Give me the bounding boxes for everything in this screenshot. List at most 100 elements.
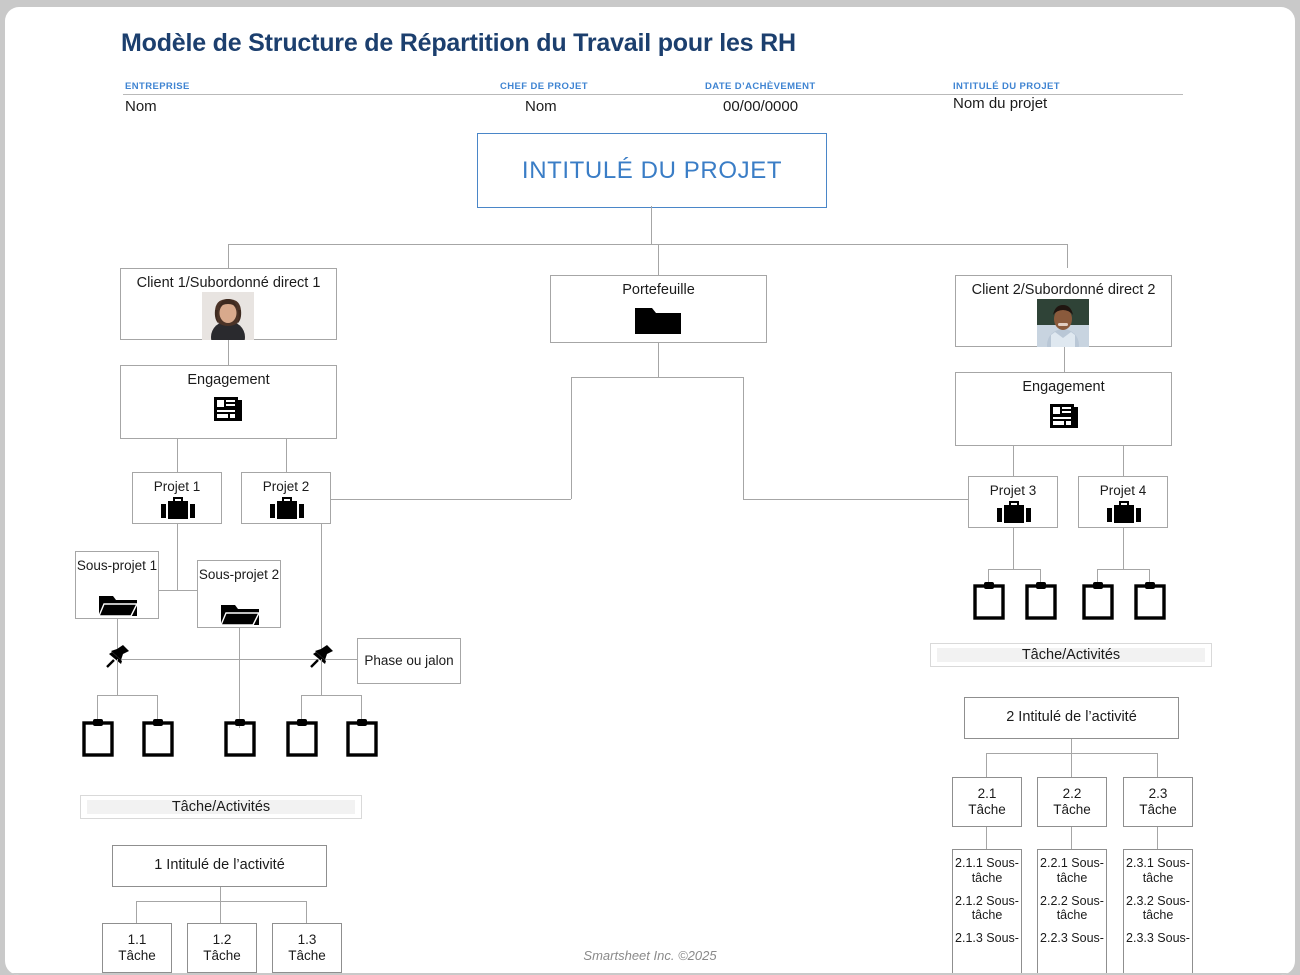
connector-engagement-right-p3 — [1013, 446, 1014, 476]
wbs-right-task-2[interactable]: 2.2 Tâche — [1037, 777, 1107, 827]
banner-taches-right: Tâche/Activités — [930, 643, 1212, 667]
connector-p4-clip-4 — [1149, 569, 1150, 583]
connector-sousprojets-bus — [117, 590, 239, 591]
connector-p3-clip-1 — [988, 569, 989, 583]
field-label-date-achevement: DATE D’ACHÈVEMENT — [705, 81, 816, 92]
connector-p3-clip-2 — [1040, 569, 1041, 583]
connector-wbs-right-sub2 — [1071, 827, 1072, 849]
node-projet-3-label: Projet 3 — [989, 483, 1037, 498]
connector-projet2-down — [321, 524, 322, 659]
connector-wbs-right-t3 — [1157, 753, 1158, 777]
field-value-chef-de-projet[interactable]: Nom — [525, 98, 557, 115]
connector-to-client1 — [228, 244, 229, 268]
wbs-right-root-label: 2 Intitulé de l’activité — [1006, 709, 1137, 726]
wbs-left-task-3[interactable]: 1.3 Tâche — [272, 923, 342, 973]
connector-engagement-right-p4 — [1123, 446, 1124, 476]
briefcase-icon — [268, 496, 306, 520]
person-photo-icon — [1037, 299, 1089, 347]
node-projet-4-label: Projet 4 — [1099, 483, 1147, 498]
connector-wbs-right-t1 — [986, 753, 987, 777]
wbs-left-task-2-label: Tâche — [203, 948, 241, 963]
clipboard-icon — [285, 717, 319, 757]
connector-wbs-left-bus — [136, 901, 306, 902]
field-value-entreprise[interactable]: Nom — [125, 98, 157, 115]
wbs-right-task-1-number: 2.1 — [977, 785, 997, 801]
person-photo-icon — [202, 292, 254, 340]
connector-pin2-down — [321, 659, 322, 695]
connector-clip-5 — [361, 695, 362, 721]
clipboard-icon — [141, 717, 175, 757]
node-portefeuille-label: Portefeuille — [622, 282, 695, 298]
wbs-right-task-1-label: Tâche — [968, 802, 1006, 817]
wbs-right-root[interactable]: 2 Intitulé de l’activité — [964, 697, 1179, 739]
wbs-right-subtask-3-2: 2.3.2 Sous-tâche — [1126, 893, 1190, 923]
wbs-right-subtask-1-3: 2.1.3 Sous- — [955, 931, 1019, 945]
connector-wbs-left-down — [220, 887, 221, 901]
wbs-left-root-label: 1 Intitulé de l’activité — [154, 857, 285, 874]
connector-wbs-right-sub3 — [1157, 827, 1158, 849]
connector-portefeuille-down — [658, 343, 659, 377]
field-value-date-achevement[interactable]: 00/00/0000 — [723, 98, 799, 115]
wbs-left-task-2[interactable]: 1.2 Tâche — [187, 923, 257, 973]
wbs-left-task-3-number: 1.3 — [297, 931, 317, 947]
project-title-box[interactable]: INTITULÉ DU PROJET — [477, 133, 827, 208]
connector-wbs-left-t3 — [306, 901, 307, 923]
clipboard-icon — [1024, 580, 1058, 620]
connector-pin1-down — [117, 659, 118, 695]
page-canvas: Modèle de Structure de Répartition du Tr… — [5, 7, 1295, 975]
wbs-right-subtask-2-3: 2.2.3 Sous- — [1040, 931, 1104, 945]
node-sous-projet-2-label: Sous-projet 2 — [198, 567, 280, 582]
connector-milestone-bus — [117, 659, 359, 660]
banner-taches-right-label: Tâche/Activités — [937, 647, 1205, 663]
node-engagement-right-label: Engagement — [1022, 379, 1105, 395]
node-engagement-right[interactable]: Engagement — [955, 372, 1172, 446]
connector-wbs-right-t2 — [1071, 753, 1072, 777]
connector-portefeuille-bus — [571, 377, 744, 378]
wbs-left-task-2-number: 1.2 — [212, 931, 232, 947]
wbs-left-task-1[interactable]: 1.1 Tâche — [102, 923, 172, 973]
field-label-chef-de-projet: CHEF DE PROJET — [500, 81, 588, 92]
connector-root-down — [651, 206, 652, 244]
field-label-intitule-du-projet: INTITULÉ DU PROJET — [953, 81, 1060, 92]
connector-clip-bus-2 — [301, 695, 361, 696]
folder-open-icon — [98, 593, 138, 619]
node-projet-1-label: Projet 1 — [153, 479, 201, 494]
wbs-left-root[interactable]: 1 Intitulé de l’activité — [112, 845, 327, 887]
header-divider — [123, 94, 1183, 95]
connector-wbs-left-t1 — [136, 901, 137, 923]
wbs-right-task-3[interactable]: 2.3 Tâche — [1123, 777, 1193, 827]
connector-client1-engagement — [228, 340, 229, 365]
connector-wbs-right-down — [1071, 739, 1072, 753]
connector-client2-engagement — [1064, 347, 1065, 372]
clipboard-icon — [345, 717, 379, 757]
connector-clip-bus-1 — [97, 695, 157, 696]
briefcase-icon — [995, 500, 1033, 524]
connector-portefeuille-left-drop — [571, 377, 572, 499]
footer-copyright: Smartsheet Inc. ©2025 — [583, 948, 717, 963]
wbs-right-subtask-2-2: 2.2.2 Sous-tâche — [1040, 893, 1104, 923]
wbs-right-subtask-1-1: 2.1.1 Sous-tâche — [955, 856, 1019, 885]
connector-sp1-down — [117, 619, 118, 659]
wbs-right-task-3-number: 2.3 — [1148, 785, 1168, 801]
connector-p4-clip-3 — [1097, 569, 1098, 583]
node-client-2-label: Client 2/Subordonné direct 2 — [971, 282, 1156, 298]
project-title-box-label: INTITULÉ DU PROJET — [521, 156, 783, 184]
wbs-right-subtask-1-2: 2.1.2 Sous-tâche — [955, 893, 1019, 923]
connector-engagement-left-p2 — [286, 439, 287, 472]
wbs-right-subtask-2-1: 2.2.1 Sous-tâche — [1040, 856, 1104, 885]
wbs-right-subcolumn-3[interactable]: 2.3.1 Sous-tâche 2.3.2 Sous-tâche 2.3.3 … — [1123, 849, 1193, 975]
node-phase-ou-jalon[interactable]: Phase ou jalon — [357, 638, 461, 684]
connector-clip-1 — [97, 695, 98, 721]
briefcase-icon — [159, 496, 197, 520]
clipboard-icon — [81, 717, 115, 757]
connector-to-portefeuille — [658, 244, 659, 275]
field-value-intitule-du-projet[interactable]: Nom du projet — [953, 95, 1048, 112]
connector-p4-clip-bus — [1097, 569, 1149, 570]
page-title: Modèle de Structure de Répartition du Tr… — [121, 29, 796, 57]
connector-projet4-down — [1123, 528, 1124, 569]
wbs-left-task-1-number: 1.1 — [127, 931, 147, 947]
folder-open-icon — [220, 602, 260, 628]
wbs-right-subcolumn-2[interactable]: 2.2.1 Sous-tâche 2.2.2 Sous-tâche 2.2.3 … — [1037, 849, 1107, 975]
wbs-right-task-1[interactable]: 2.1 Tâche — [952, 777, 1022, 827]
field-label-entreprise: ENTREPRISE — [125, 81, 190, 92]
